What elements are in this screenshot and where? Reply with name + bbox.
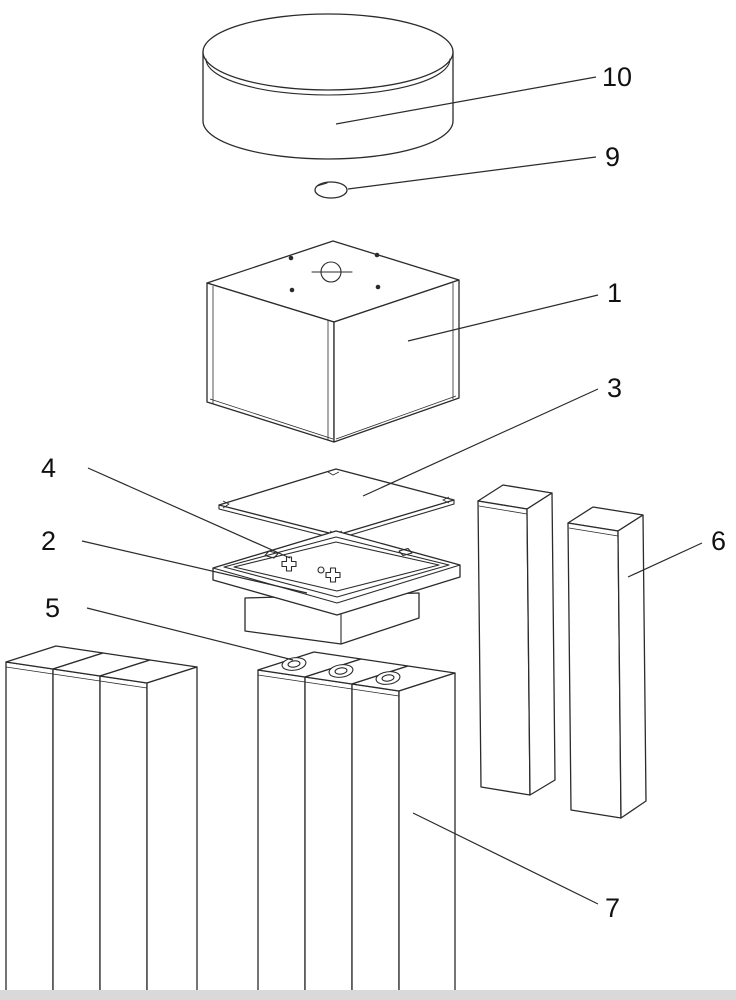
part-cylindrical-cap — [202, 13, 454, 160]
plug-notch — [316, 182, 328, 187]
part-side-column-front — [477, 484, 556, 796]
part-label-4: 4 — [41, 453, 56, 483]
port-hole — [375, 671, 401, 685]
plate-face — [218, 468, 455, 536]
part-label-7: 7 — [605, 893, 620, 923]
column-side-face — [617, 514, 647, 819]
leader-line-4 — [87, 467, 291, 559]
tray-standoff-cross-left — [281, 556, 297, 572]
cap-top-face — [202, 13, 454, 91]
cap-rim-chamfer — [205, 58, 451, 96]
part-label-5: 5 — [45, 593, 60, 623]
part-side-column-rear — [567, 506, 647, 819]
tray-front-rim-edge — [212, 564, 461, 604]
leader-line-7 — [412, 812, 599, 905]
leader-line-1 — [407, 294, 599, 342]
leader-line-2 — [81, 540, 308, 594]
stack-bar-front — [304, 676, 353, 1000]
part-labels: 10 9 1 3 4 2 5 6 7 — [41, 62, 726, 923]
leader-line-9 — [347, 156, 597, 190]
column-top-chamfer — [478, 505, 528, 515]
part-cover-plate — [218, 468, 455, 540]
housing-bolt-hole — [288, 255, 294, 261]
stack-bar-front — [257, 669, 306, 1000]
leader-line-10 — [335, 76, 597, 125]
tray-mid-rim — [223, 536, 450, 598]
housing-right-face — [333, 279, 460, 443]
column-side-face — [526, 492, 556, 796]
stack-bar-front — [351, 683, 400, 1000]
port-hole — [281, 657, 307, 671]
housing-bolt-hole — [375, 284, 381, 290]
stack-top-chamfer — [257, 674, 400, 697]
plug-disc — [314, 181, 348, 199]
part-label-6: 6 — [711, 526, 726, 556]
tray-clip-left — [264, 550, 279, 559]
tray-clip-right — [398, 547, 413, 557]
port-hole — [328, 664, 354, 678]
port-inner-ring — [381, 674, 395, 682]
column-front-face — [567, 522, 622, 819]
stack-bar-front — [52, 668, 101, 1000]
column-top-chamfer — [568, 527, 619, 537]
leader-line-3 — [362, 388, 599, 497]
leader-line-6 — [627, 542, 703, 578]
part-small-plug — [314, 181, 348, 199]
port-inner-ring — [287, 660, 301, 668]
leader-lines — [81, 76, 703, 905]
tray-inner-opening — [233, 541, 440, 592]
column-front-face — [477, 500, 531, 796]
part-label-3: 3 — [607, 373, 622, 403]
plate-notch-right — [442, 496, 450, 504]
stack-top-chamfer — [5, 666, 148, 689]
tray-center-hole — [317, 566, 325, 574]
port-inner-ring — [334, 667, 348, 675]
part-label-9: 9 — [605, 142, 620, 172]
part-label-2: 2 — [41, 526, 56, 556]
housing-bolt-hole — [374, 252, 380, 258]
tray-standoff-cross-center — [325, 567, 341, 583]
plate-notch-top — [327, 471, 340, 476]
part-cell-stack-middle — [257, 651, 456, 1000]
part-base-tray — [212, 530, 461, 645]
stack-bar-front — [99, 675, 148, 1000]
stack-side-face — [398, 672, 456, 1000]
part-main-housing — [206, 240, 460, 443]
part-label-10: 10 — [602, 62, 632, 92]
plate-notch-left — [222, 500, 230, 509]
stack-bar-front — [5, 661, 54, 1000]
part-label-1: 1 — [607, 278, 622, 308]
part-cell-stack-left — [5, 645, 198, 1000]
stack-side-face — [146, 666, 198, 1000]
bottom-strip — [0, 990, 736, 1000]
housing-bottom-chamfer-left — [209, 398, 334, 440]
leader-line-5 — [86, 607, 294, 661]
housing-bottom-chamfer-right — [335, 395, 457, 440]
housing-bolt-hole — [289, 287, 295, 293]
